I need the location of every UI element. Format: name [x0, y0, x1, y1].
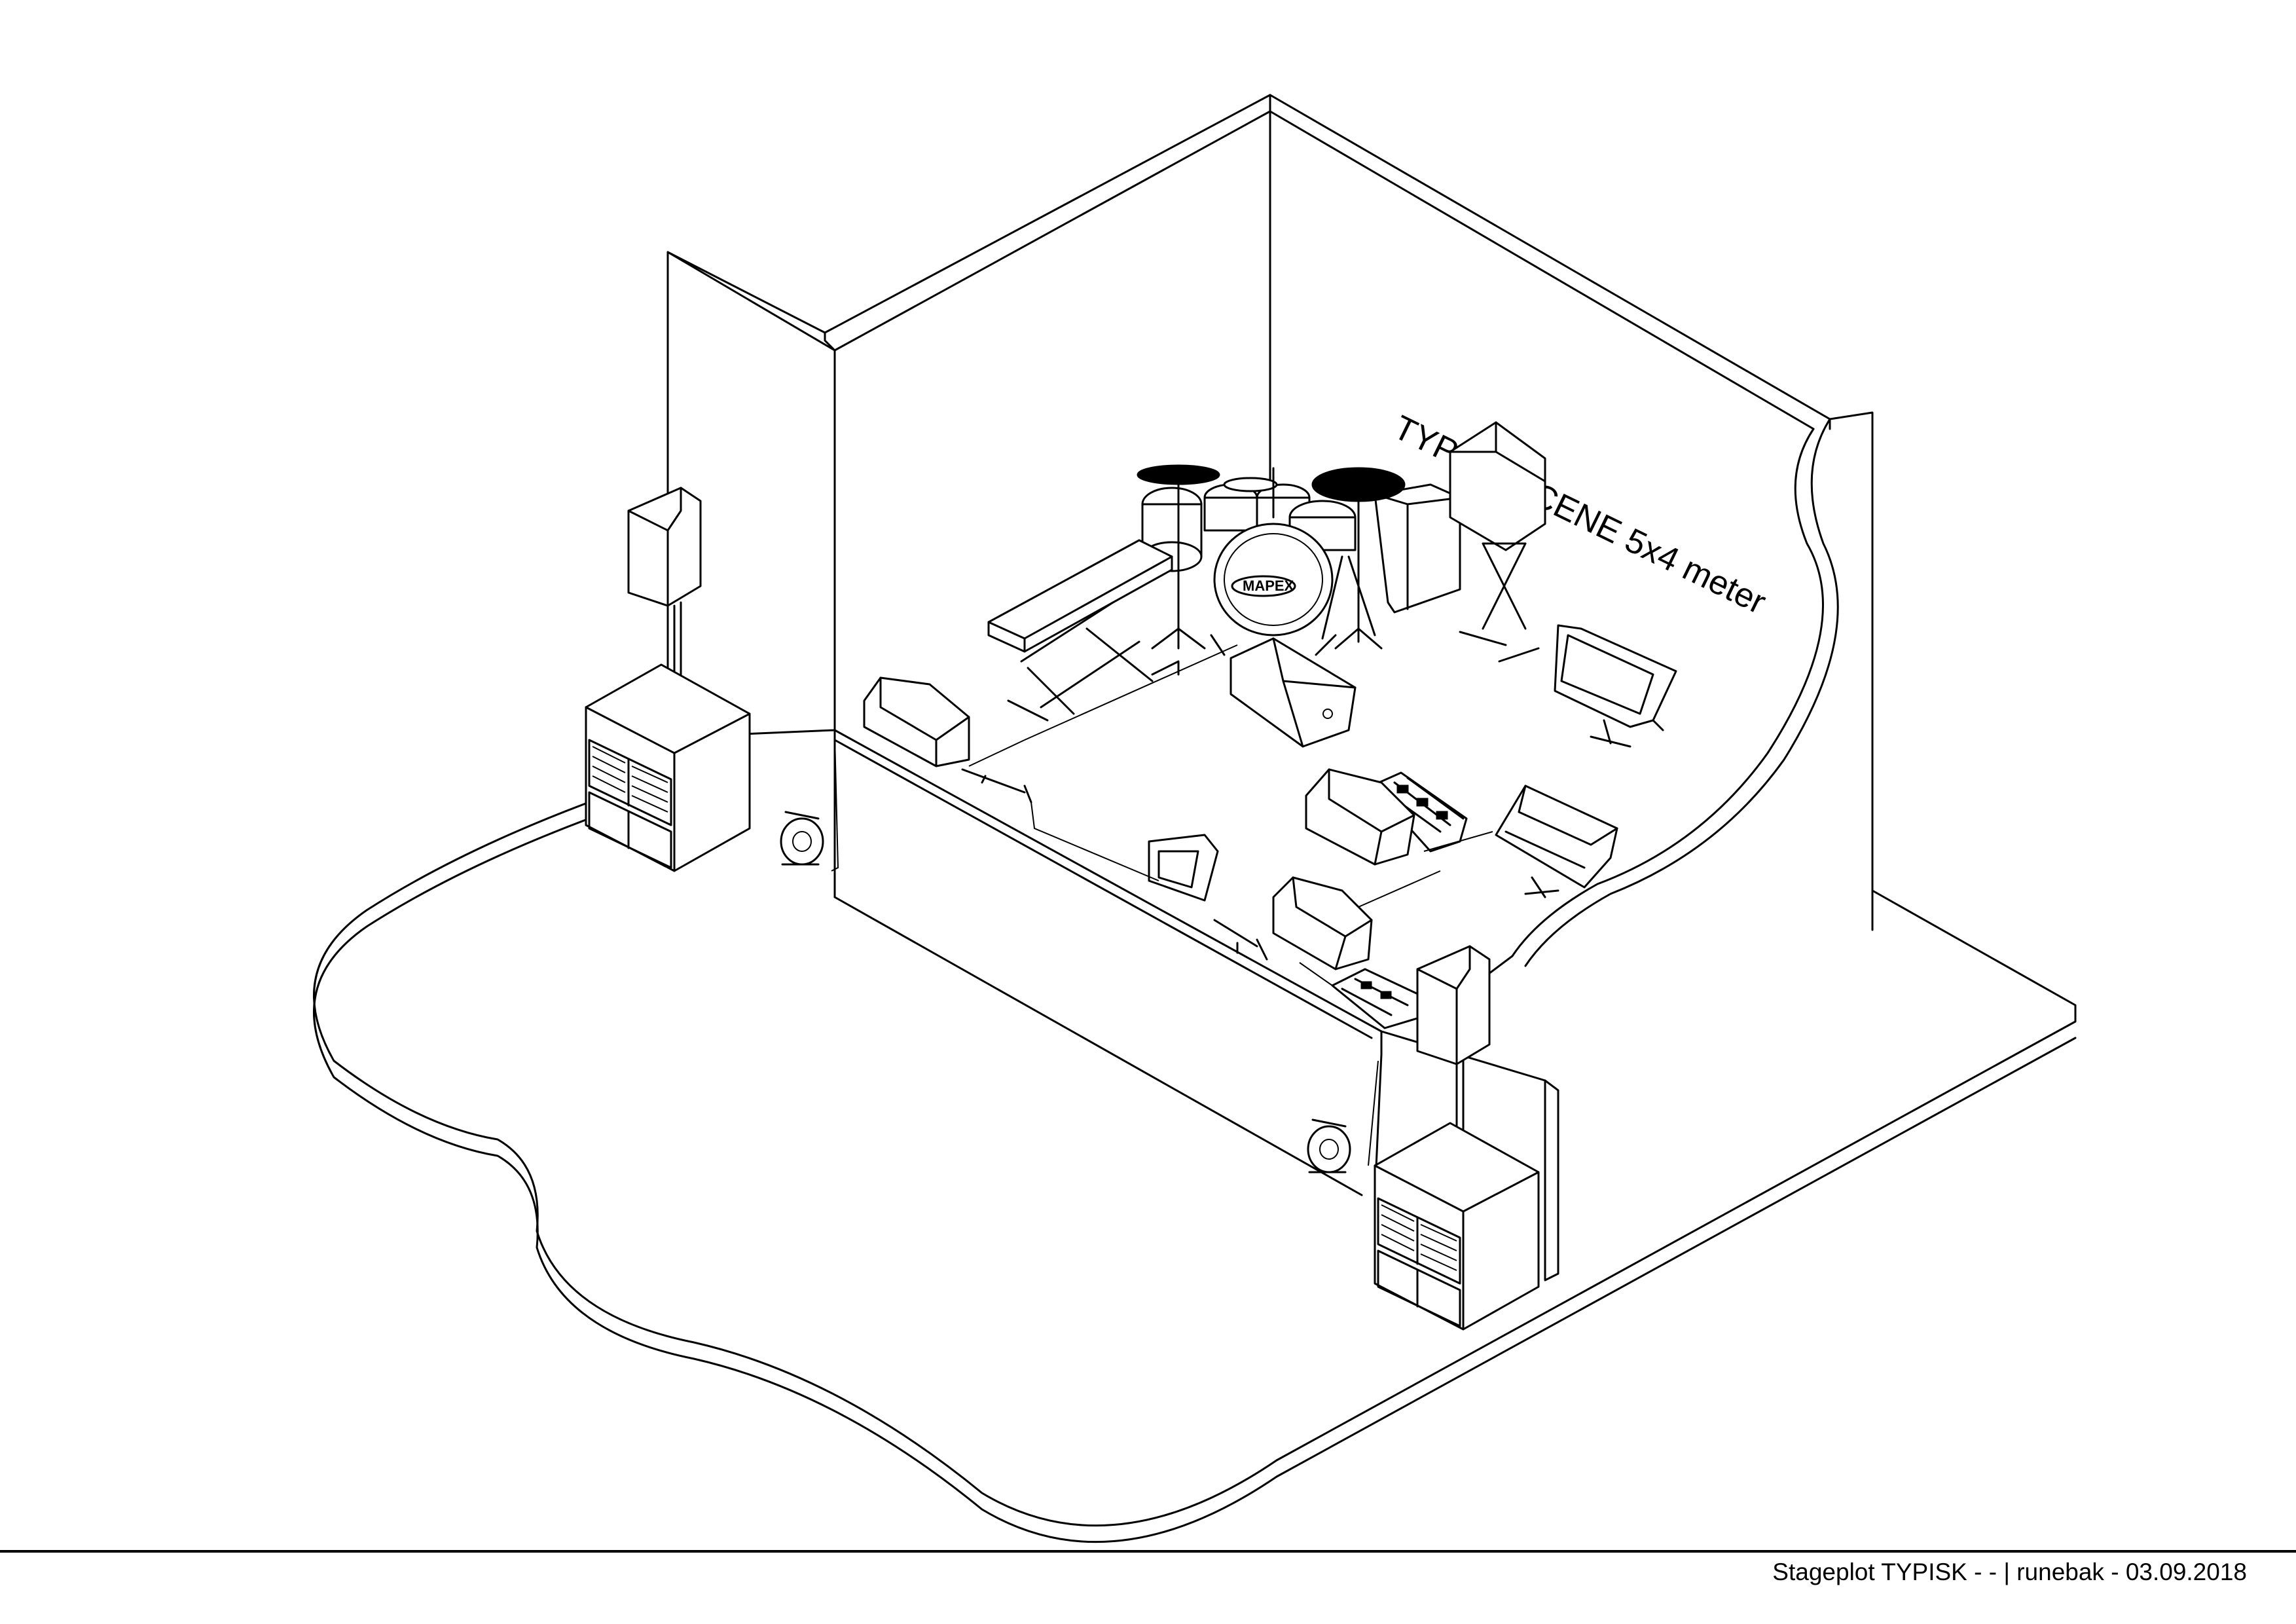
monitor-wedge-front	[1272, 876, 1373, 970]
drum-kit: MAPEX	[1137, 464, 1406, 656]
monitor-wedge-center-right	[1305, 768, 1415, 866]
cable-reel-left	[780, 811, 824, 866]
stage-cables	[831, 644, 1493, 1166]
pedalboard-lower	[1331, 968, 1422, 1029]
back-wall	[824, 94, 1831, 486]
cable-reel-right	[1307, 1118, 1351, 1173]
monitor-wedge-left	[863, 676, 970, 767]
subwoofer-left	[585, 663, 751, 872]
guitar-amp-right	[1554, 624, 1677, 748]
footer-caption: Stageplot TYPISK - - | runebak - 03.09.2…	[1772, 1559, 2247, 1585]
amp-cabinet-back	[1374, 483, 1461, 614]
drum-monitor-wedge	[1230, 637, 1357, 748]
pa-top-right	[1416, 945, 1491, 1170]
bass-amp	[1495, 784, 1618, 898]
floor-outline	[313, 801, 2077, 1543]
speaker-x-stand	[1449, 421, 1546, 663]
mic-stand-center	[1213, 919, 1268, 961]
right-wall	[1485, 411, 1874, 977]
footer-rule	[0, 1550, 2296, 1553]
monitor-small-center	[1148, 834, 1219, 902]
mic-stand-left	[961, 768, 1032, 803]
keyboard-stand	[987, 539, 1180, 722]
pa-top-left	[627, 487, 702, 712]
subwoofer-right	[1374, 1122, 1540, 1331]
drum-logo: MAPEX	[1243, 578, 1294, 594]
